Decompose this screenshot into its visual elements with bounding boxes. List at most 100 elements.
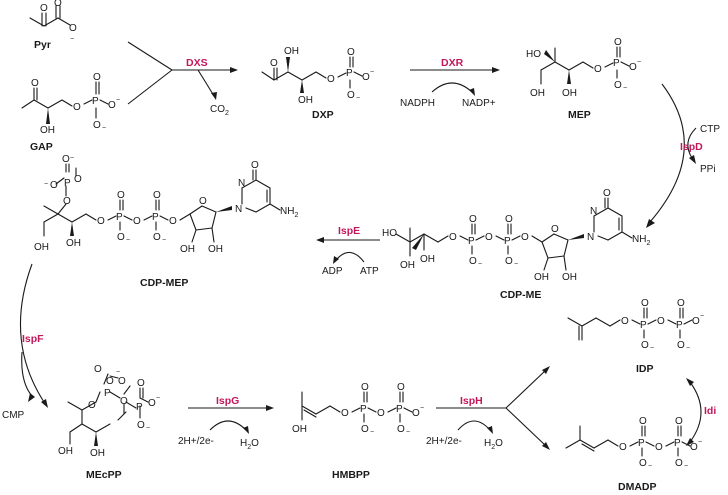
atom-o: O xyxy=(199,196,207,207)
atom-p: P xyxy=(396,404,403,415)
atom-o: O xyxy=(621,316,629,327)
atom-o: O xyxy=(50,180,58,191)
atom-o: O xyxy=(675,416,683,427)
atom-p: P xyxy=(346,68,353,79)
atom-o: O xyxy=(614,80,622,91)
atom-o: O xyxy=(94,364,102,375)
compound-label-hmbpp: HMBPP xyxy=(332,469,370,481)
atom-o: O xyxy=(347,90,355,101)
atom-o: O xyxy=(505,256,513,267)
charge-minus: − xyxy=(116,97,120,104)
charge-minus: − xyxy=(70,36,74,43)
atom-p: P xyxy=(676,320,683,331)
charge-minus: − xyxy=(478,261,482,268)
enzyme-ispg: IspG xyxy=(216,395,239,407)
atom-o: O xyxy=(137,420,145,431)
enzyme-dxr: DXR xyxy=(441,57,464,69)
atom-o: O xyxy=(485,232,493,243)
atom-o: O xyxy=(657,316,665,327)
atom-p: P xyxy=(360,404,367,415)
compound-label-idp: IDP xyxy=(636,363,654,375)
atom-o: O xyxy=(677,340,685,351)
cofactor-co2: CO2 xyxy=(210,104,229,117)
atom-o: O xyxy=(551,224,559,235)
atom-oh: OH xyxy=(208,244,223,255)
atom-p: P xyxy=(136,402,143,413)
atom-nh2: NH2 xyxy=(280,206,298,219)
atom-o: O xyxy=(641,298,649,309)
atom-o: O xyxy=(655,442,663,453)
atom-o: O xyxy=(469,256,477,267)
atom-p: P xyxy=(613,58,620,69)
compound-label-mecpp: MEcPP xyxy=(86,469,122,481)
atom-n: N xyxy=(587,232,594,243)
atom-o: O xyxy=(97,216,105,227)
atom-o: O xyxy=(93,72,101,83)
compound-label-cdp-mep: CDP-MEP xyxy=(140,277,188,289)
atom-ho: HO xyxy=(526,49,541,60)
charge-minus: − xyxy=(162,237,166,244)
atom-p: P xyxy=(468,236,475,247)
cofactor-nadp: NADP+ xyxy=(462,98,496,109)
atom-oh: OH xyxy=(400,260,415,271)
atom-oh: OH xyxy=(284,46,299,57)
atom-o: O xyxy=(397,382,405,393)
atom-o: O xyxy=(614,37,622,48)
atom-o: O xyxy=(169,216,177,227)
cdp-mep-structure: O − O − P O O OH OH O P O O − O P O O − … xyxy=(34,154,298,289)
atom-o: O xyxy=(133,216,141,227)
atom-oh: OH xyxy=(90,448,105,459)
atom-p: P xyxy=(638,438,645,449)
atom-o: O xyxy=(120,396,128,407)
atom-o: O xyxy=(469,214,477,225)
atom-o: O xyxy=(108,100,116,111)
charge-minus: − xyxy=(356,95,360,102)
atom-o: O xyxy=(117,190,125,201)
gap-structure: O O P O O − O − OH GAP xyxy=(21,72,120,153)
atom-o: O xyxy=(270,58,278,69)
ispe-reaction: IspE ADP ATP xyxy=(316,225,380,277)
atom-oh: OH xyxy=(420,254,435,265)
atom-o: O xyxy=(118,376,126,387)
compound-label-cdp-me: CDP-ME xyxy=(500,289,541,301)
charge-minus: − xyxy=(514,261,518,268)
isph-reaction: IspH 2H+/2e- H2O xyxy=(426,366,550,451)
charge-minus: − xyxy=(126,237,130,244)
atom-ho: HO xyxy=(382,228,397,239)
atom-p: P xyxy=(92,96,99,107)
atom-p: P xyxy=(116,212,123,223)
enzyme-idi: Idi xyxy=(704,405,716,417)
enzyme-ispf: IspF xyxy=(22,333,44,345)
cofactor-ispg-in: 2H+/2e- xyxy=(178,436,214,447)
atom-o: O xyxy=(106,376,114,387)
cofactor-ppi: PPi xyxy=(700,164,716,175)
charge-minus: − xyxy=(44,181,48,188)
atom-o: O xyxy=(594,64,602,75)
cofactor-cmp: CMP xyxy=(2,410,25,421)
atom-o: O xyxy=(505,214,513,225)
atom-o: O xyxy=(412,408,420,419)
atom-oh: OH xyxy=(562,272,577,283)
atom-oh: OH xyxy=(530,88,545,99)
atom-o: O xyxy=(692,316,700,327)
cofactor-nadph: NADPH xyxy=(400,98,435,109)
atom-o: O xyxy=(629,62,637,73)
atom-o: O xyxy=(137,378,145,389)
atom-o: O xyxy=(88,400,96,411)
atom-o: O xyxy=(327,74,335,85)
compound-label-gap: GAP xyxy=(30,141,53,153)
atom-oh: OH xyxy=(58,446,73,457)
enzyme-dxs: DXS xyxy=(186,57,208,69)
charge-minus: − xyxy=(70,155,74,162)
compound-label-dmadp: DMADP xyxy=(618,481,657,493)
atom-p: P xyxy=(152,212,159,223)
charge-minus: − xyxy=(406,429,410,436)
atom-o: O xyxy=(603,188,611,199)
atom-o: O xyxy=(341,408,349,419)
atom-o: O xyxy=(74,174,82,185)
charge-minus: − xyxy=(686,345,690,352)
atom-o: O xyxy=(93,120,101,131)
atom-o: O xyxy=(40,3,48,14)
